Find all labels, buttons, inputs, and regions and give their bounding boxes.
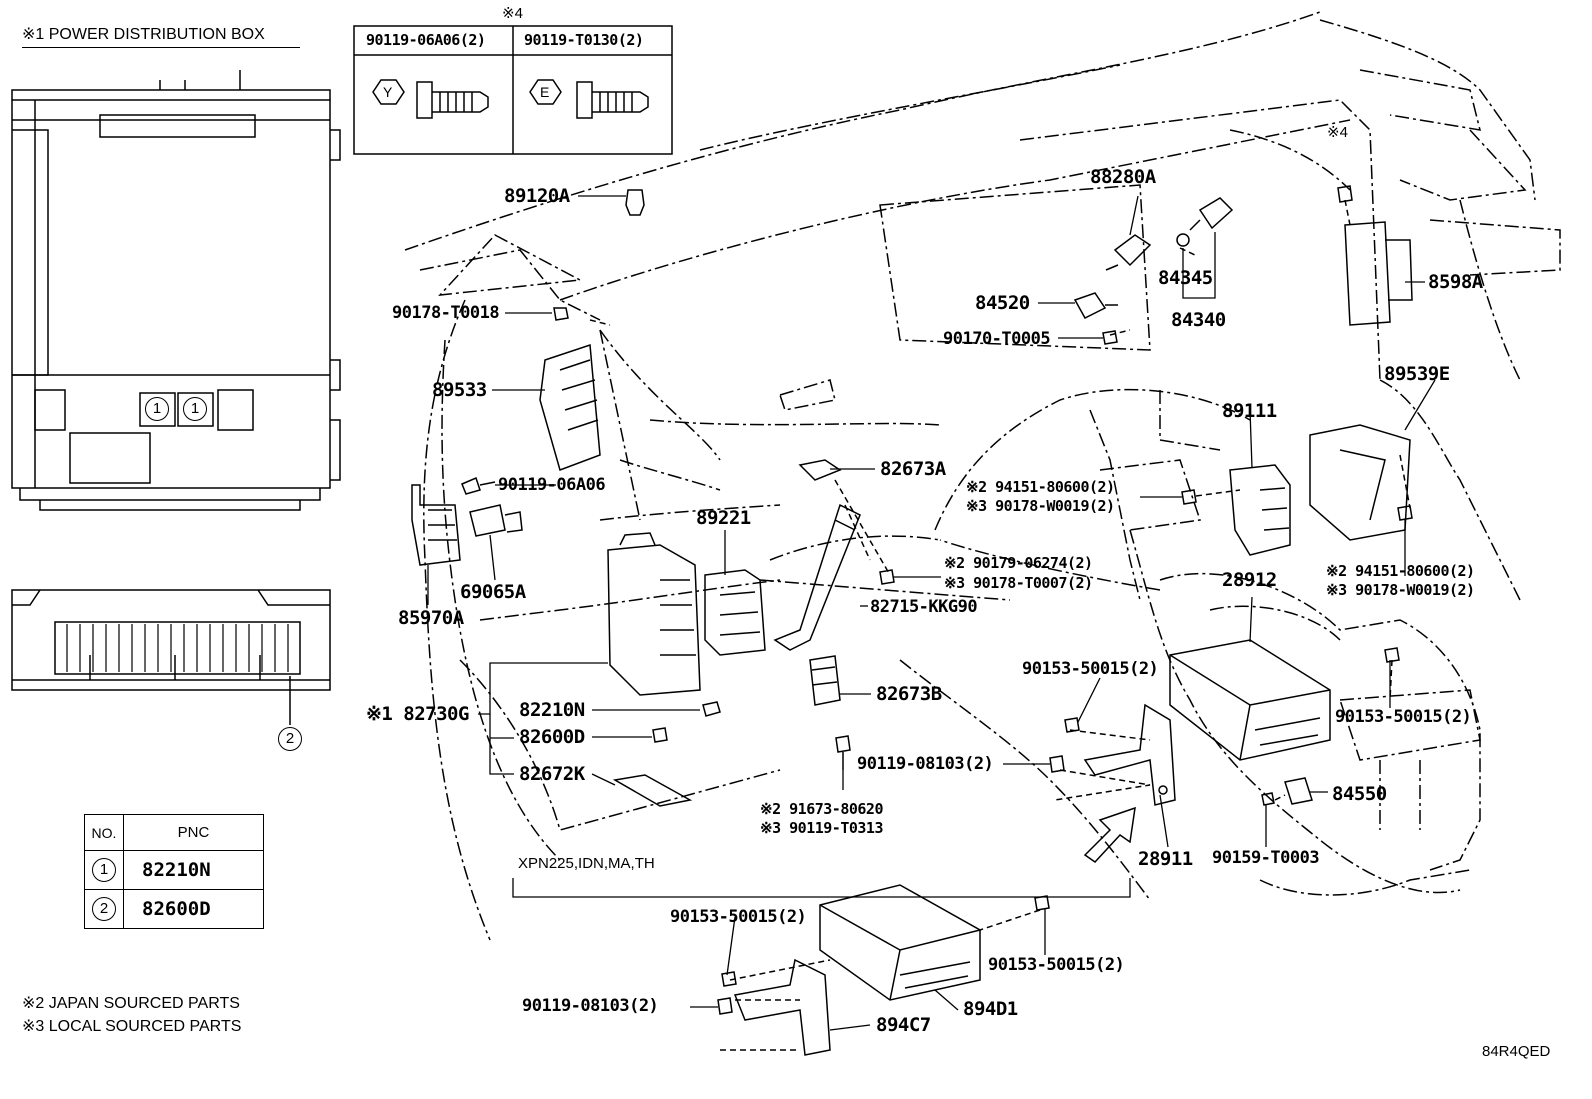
fastener-mark-e: E <box>540 84 550 100</box>
label-90153-50015-a: 90153-50015(2) <box>1022 659 1159 679</box>
box-callout-1-left: 1 <box>145 397 169 421</box>
label-84345: 84345 <box>1158 267 1213 289</box>
label-90153-50015-c: 90153-50015(2) <box>670 907 807 927</box>
label-84340: 84340 <box>1171 309 1226 331</box>
label-90178-W0019-b: ※3 90178-W0019(2) <box>1326 581 1475 599</box>
note-local-sourced: ※3 LOCAL SOURCED PARTS <box>22 1018 242 1035</box>
label-28912: 28912 <box>1222 569 1277 591</box>
pnc-row-2-value: 82600D <box>123 889 264 929</box>
note-japan-sourced: ※2 JAPAN SOURCED PARTS <box>22 995 240 1012</box>
label-89533: 89533 <box>432 379 487 401</box>
label-90119-08103-a: 90119-08103(2) <box>857 754 994 774</box>
dashboard-outline <box>404 11 1561 941</box>
note-underline <box>22 47 300 48</box>
label-28911: 28911 <box>1138 848 1193 870</box>
label-90178-T0018: 90178-T0018 <box>392 303 500 323</box>
label-82210N: 82210N <box>519 699 585 721</box>
variant-label: XPN225,IDN,MA,TH <box>518 855 655 872</box>
label-82673B: 82673B <box>876 683 942 705</box>
pnc-row-2-circle: 2 <box>92 897 116 921</box>
label-star4: ※4 <box>1327 124 1348 141</box>
pnc-row-1-no: 1 <box>84 850 124 890</box>
label-90178-W0019-a: ※3 90178-W0019(2) <box>966 497 1115 515</box>
power-distribution-box-side <box>11 589 331 725</box>
label-89111: 89111 <box>1222 400 1277 422</box>
label-894D1: 894D1 <box>963 998 1018 1020</box>
label-82715-KKG90: 82715-KKG90 <box>870 597 978 617</box>
label-90153-50015-d: 90153-50015(2) <box>988 955 1125 975</box>
power-distribution-box-front <box>11 70 341 511</box>
note-power-distribution-box: ※1 POWER DISTRIBUTION BOX <box>22 26 265 43</box>
label-90170-T0005: 90170-T0005 <box>943 329 1051 349</box>
label-82730G: ※1 82730G <box>366 703 469 725</box>
reference-code: 84R4QED <box>1482 1043 1551 1060</box>
label-90178-T0007: ※3 90178-T0007(2) <box>944 574 1093 592</box>
label-82600D: 82600D <box>519 726 585 748</box>
fastener-part-y: 90119-06A06(2) <box>366 31 486 49</box>
pnc-row-2-no: 2 <box>84 889 124 929</box>
label-94151-80600-b: ※2 94151-80600(2) <box>1326 562 1475 580</box>
fastener-table-frame <box>353 25 673 155</box>
part-shapes <box>411 185 1413 1056</box>
label-94151-80600-a: ※2 94151-80600(2) <box>966 478 1115 496</box>
label-69065A: 69065A <box>460 581 526 603</box>
leader-lines <box>427 195 1436 1031</box>
label-90119-T0313: ※3 90119-T0313 <box>760 819 883 837</box>
fastener-mark-y: Y <box>383 84 393 100</box>
label-90119-06A06: 90119-06A06 <box>498 475 606 495</box>
label-90159-T0003: 90159-T0003 <box>1212 848 1320 868</box>
label-91673-80620: ※2 91673-80620 <box>760 800 883 818</box>
pnc-row-1-value: 82210N <box>123 850 264 890</box>
label-90179-06274: ※2 90179-06274(2) <box>944 554 1093 572</box>
note-star4-table: ※4 <box>502 5 523 22</box>
label-84550: 84550 <box>1332 783 1387 805</box>
fastener-part-e: 90119-T0130(2) <box>524 31 644 49</box>
pnc-table-header-pnc: PNC <box>123 814 264 851</box>
label-82672K: 82672K <box>519 763 585 785</box>
label-89539E: 89539E <box>1384 363 1450 385</box>
box-callout-2: 2 <box>278 727 302 751</box>
box-callout-1-right: 1 <box>183 397 207 421</box>
pnc-row-1-circle: 1 <box>92 858 116 882</box>
pnc-table-header-no: NO. <box>84 814 124 851</box>
label-88280A: 88280A <box>1090 166 1156 188</box>
label-85970A: 85970A <box>398 607 464 629</box>
pnc-table: NO. PNC 1 82210N 2 82600D <box>84 814 264 929</box>
label-8598A: 8598A <box>1428 271 1483 293</box>
label-82673A: 82673A <box>880 458 946 480</box>
label-89221: 89221 <box>696 507 751 529</box>
label-84520: 84520 <box>975 292 1030 314</box>
label-894C7: 894C7 <box>876 1014 931 1036</box>
label-90119-08103-b: 90119-08103(2) <box>522 996 659 1016</box>
dashed-connectors <box>589 199 1411 1051</box>
label-89120A: 89120A <box>504 185 570 207</box>
label-90153-50015-b: 90153-50015(2) <box>1335 707 1472 727</box>
